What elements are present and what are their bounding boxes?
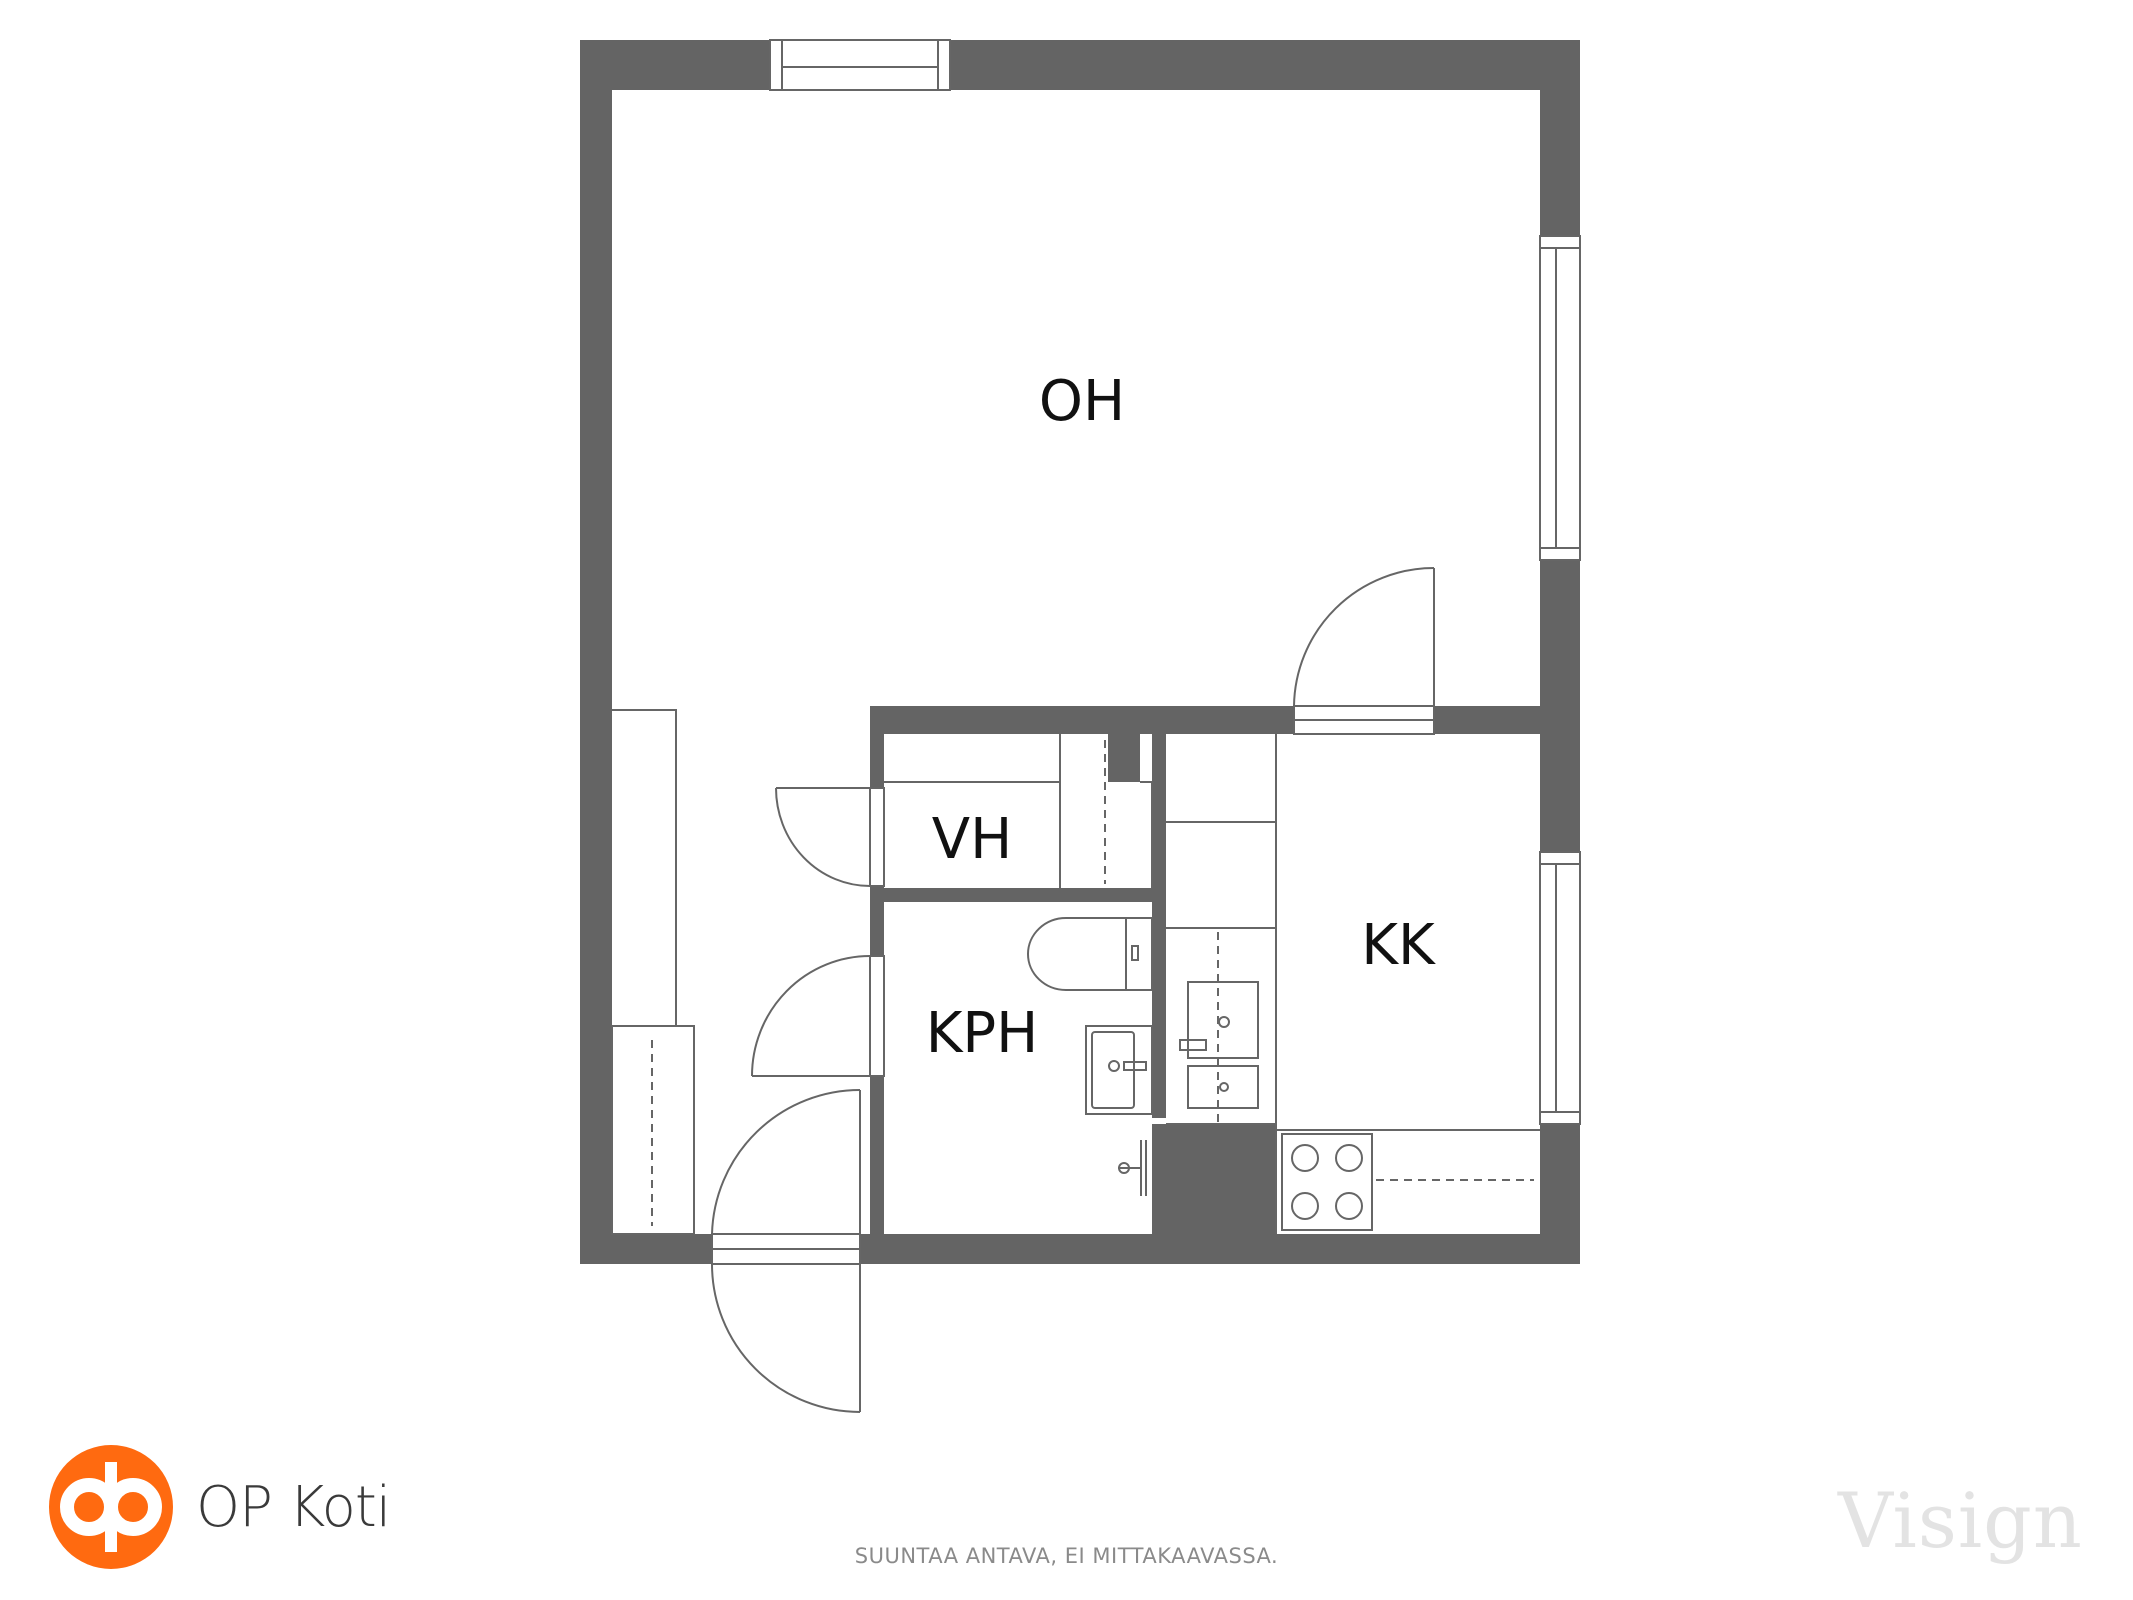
window-top bbox=[769, 39, 951, 91]
window-right-kk bbox=[1539, 851, 1581, 1125]
fixtures bbox=[611, 709, 1540, 1235]
op-logo-icon bbox=[49, 1445, 173, 1569]
windows bbox=[769, 39, 1581, 1125]
doors bbox=[711, 567, 1435, 1413]
kitchen-counter bbox=[1275, 1124, 1540, 1234]
visign-watermark: Visign bbox=[1838, 1476, 2083, 1565]
interior-walls bbox=[870, 706, 1540, 1234]
hall-wardrobe bbox=[611, 709, 695, 1235]
vh-shelving bbox=[884, 734, 1153, 888]
kitchen-sink-icon bbox=[1179, 981, 1259, 1109]
op-koti-logo: OP Koti bbox=[48, 1444, 391, 1570]
logo-name: OP Koti bbox=[196, 1474, 391, 1540]
door-entrance bbox=[711, 1089, 861, 1413]
door-vh bbox=[775, 787, 885, 887]
stove-icon bbox=[1281, 1133, 1373, 1231]
room-label-kph: KPH bbox=[926, 1001, 1039, 1066]
door-kitchen bbox=[1293, 567, 1435, 735]
disclaimer-text: SUUNTAA ANTAVA, EI MITTAKAAVASSA. bbox=[854, 1544, 1279, 1568]
toilet-icon bbox=[1027, 917, 1153, 991]
kitchen-cabinets bbox=[1166, 734, 1277, 1125]
shower-icon bbox=[1118, 1140, 1147, 1196]
door-kph bbox=[751, 955, 885, 1077]
room-label-oh: OH bbox=[1039, 369, 1125, 434]
window-right-oh bbox=[1539, 235, 1581, 561]
bathroom-sink-icon bbox=[1085, 1025, 1153, 1115]
room-labels: OH VH KPH KK bbox=[926, 369, 1436, 1066]
room-label-vh: VH bbox=[932, 807, 1012, 872]
room-label-kk: KK bbox=[1361, 913, 1436, 978]
outer-walls bbox=[580, 40, 1580, 1264]
